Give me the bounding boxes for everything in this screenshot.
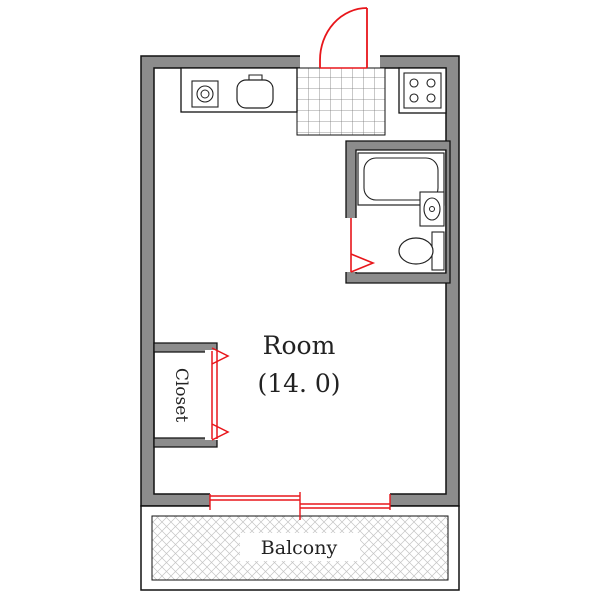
gas-range-icon xyxy=(403,72,442,109)
entrance-door xyxy=(319,7,368,68)
balcony-sliding-door xyxy=(209,492,391,520)
balcony-label: Balcony xyxy=(261,537,338,559)
closet-doors xyxy=(211,347,230,441)
genkan-tile-floor xyxy=(296,67,386,136)
bathroom-door xyxy=(350,218,376,273)
kitchen-sink-icon xyxy=(236,74,274,109)
stove-icon xyxy=(191,80,219,108)
toilet-icon xyxy=(398,231,445,271)
closet-label: Closet xyxy=(171,368,191,422)
room-label: Room xyxy=(263,331,336,360)
room-size-label: (14. 0) xyxy=(257,369,340,398)
washbasin-icon xyxy=(419,191,445,227)
balcony-label-bg xyxy=(240,533,360,561)
